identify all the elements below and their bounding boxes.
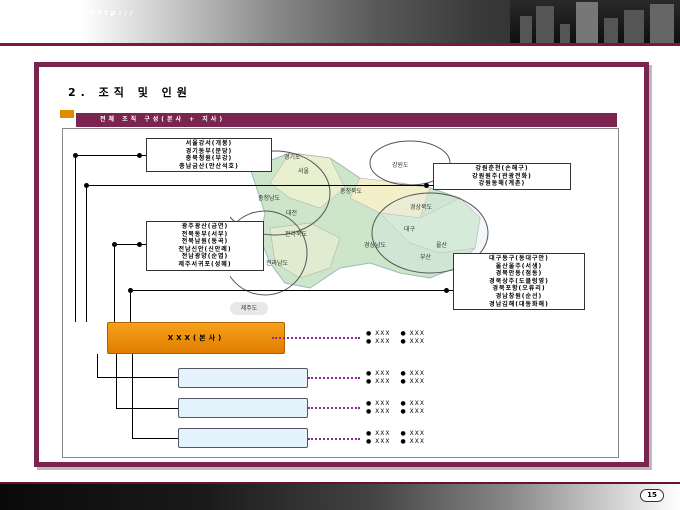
footer-bar (0, 482, 680, 510)
connector-dot (444, 288, 449, 293)
dotted-leader (308, 407, 360, 409)
connector-dot (84, 183, 89, 188)
connector-line (86, 185, 87, 322)
chart-outline (62, 128, 619, 458)
connector-dot (73, 153, 78, 158)
connector-line (114, 244, 146, 245)
map-label: 대구 (404, 226, 416, 233)
page-title: 2. 조직 및 인원 (68, 86, 192, 99)
connector-line (130, 290, 131, 322)
branch-box-south: 대구동구(동대구안)울산울주(서생)경북안동(점동)경북상주(도클렁영)경북포항… (453, 253, 585, 311)
map-label: 경상북도 (410, 204, 433, 211)
connector-dot (137, 242, 142, 247)
footer-url[interactable]: http:// (90, 9, 136, 17)
city-photo (510, 0, 680, 46)
connector-line (86, 185, 433, 186)
connector-dot (137, 153, 142, 158)
connector-dot (424, 183, 429, 188)
connector-dot (112, 242, 117, 247)
banner-bullet (60, 110, 74, 118)
connector-line (97, 354, 98, 377)
sub-org-box-3[interactable] (178, 428, 308, 448)
map-label: 경기도 (284, 154, 301, 161)
connector-dot (128, 288, 133, 293)
map-label: 대전 (286, 210, 298, 217)
map-label: 울산 (436, 242, 448, 249)
connector-line (114, 244, 115, 322)
sub-org-box-2[interactable] (178, 398, 308, 418)
dotted-leader (308, 377, 360, 379)
map-label: 전라북도 (285, 231, 308, 238)
staff-list-sub3: ● XXX● XXX ● XXX● XXX (366, 430, 425, 445)
footer-company: (주)XXX (18, 10, 66, 18)
map-label: 서울 (298, 168, 310, 175)
connector-line (116, 408, 178, 409)
branch-box-capital: 서울강서(개봉)경기동부(분당)충북청원(부강)충남금산(만산석호) (146, 138, 272, 173)
connector-line (75, 155, 76, 322)
branch-box-north: 강원춘천(손해구)강원원주(관광전화)강원동해(계촌) (433, 163, 571, 190)
header-banner (0, 0, 680, 46)
connector-line (75, 155, 146, 156)
connector-line (132, 354, 133, 438)
branch-box-central: 광주광산(금연)전북동부(서부)전북남원(동곡)전남신안(신안례)전남광양(순엽… (146, 221, 264, 271)
staff-list-sub1: ● XXX● XXX ● XXX● XXX (366, 370, 425, 385)
connector-line (132, 438, 178, 439)
map-label: 충청남도 (258, 195, 281, 202)
sub-org-box-1[interactable] (178, 368, 308, 388)
connector-line (116, 354, 117, 408)
connector-line (97, 377, 178, 378)
korea-map (230, 140, 489, 296)
staff-list-hq: ● XXX● XXX ● XXX● XXX (366, 330, 425, 345)
staff-list-sub2: ● XXX● XXX ● XXX● XXX (366, 400, 425, 415)
page-number: 15 (640, 489, 664, 502)
connector-line (130, 290, 453, 291)
map-label: 경상남도 (364, 242, 387, 249)
map-label: 전라남도 (266, 260, 289, 267)
hq-box[interactable]: XXX(본사) (107, 322, 285, 354)
dotted-leader (272, 337, 360, 339)
section-banner: 전체 조직 구성(본사 + 지사) (76, 113, 617, 127)
dotted-leader (308, 438, 360, 440)
map-label: 충청북도 (340, 188, 363, 195)
map-label: 부산 (420, 254, 432, 261)
map-label: 강원도 (392, 162, 409, 169)
jeju-label: 제주도 (230, 302, 268, 315)
